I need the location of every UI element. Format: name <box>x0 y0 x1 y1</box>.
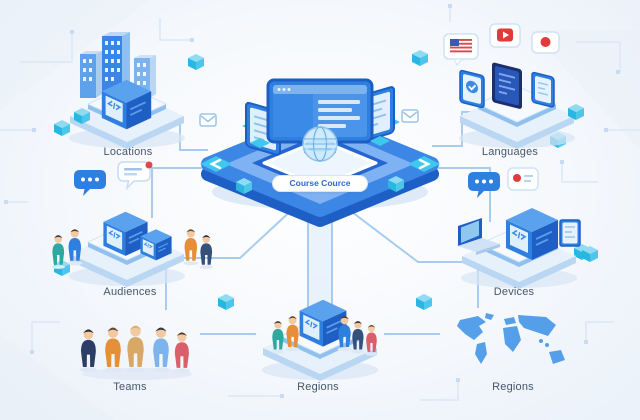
audiences-label: Audiences <box>103 286 157 298</box>
chat-bubble-icon <box>74 170 106 196</box>
chat-bubble-icon <box>117 161 151 189</box>
devices-illustration <box>458 167 598 290</box>
regions-right-label: Regions <box>492 381 534 393</box>
central-hub-illustration <box>200 78 440 227</box>
course-source-label: Course Cource <box>272 175 368 192</box>
video-play-icon <box>489 23 521 48</box>
beam-fill <box>308 214 332 316</box>
small-diamond-icon <box>250 138 270 148</box>
japan-flag-icon <box>531 31 560 54</box>
devices-label: Devices <box>493 286 535 298</box>
tablet-icon <box>559 219 581 247</box>
globe-icon <box>302 126 338 162</box>
laptop-icon <box>458 218 500 255</box>
languages-illustration <box>443 23 584 150</box>
bg-shape <box>0 0 150 110</box>
us-flag-icon <box>443 33 479 66</box>
chat-bubble-icon <box>507 167 539 191</box>
minicube-icon <box>582 246 598 262</box>
circuit-node-dots <box>4 4 620 398</box>
bg-shape <box>0 335 115 420</box>
arrow-diamond-icon <box>408 156 440 172</box>
regions-center-label: Regions <box>297 381 339 393</box>
tablet-icon <box>492 62 522 109</box>
small-diamond-icon <box>370 136 390 146</box>
world-map-icon <box>457 313 565 364</box>
bg-shape <box>545 340 640 420</box>
arrow-diamond-icon <box>200 156 232 172</box>
locations-label: Locations <box>103 146 153 158</box>
tablet-icon <box>459 69 485 109</box>
chat-bubble-icon <box>468 172 500 198</box>
teams-label: Teams <box>113 381 147 393</box>
teams-illustration <box>79 325 192 380</box>
languages-label: Languages <box>481 146 539 158</box>
faint-circuit-lines <box>0 6 640 401</box>
people-icon <box>79 325 190 373</box>
notification-dot-icon <box>145 161 153 169</box>
audiences-illustration <box>51 161 213 288</box>
locations-illustration <box>68 32 186 150</box>
regions-right-illustration <box>457 313 565 364</box>
bg-shape <box>530 30 640 150</box>
tablet-icon <box>531 71 555 108</box>
regions-center-illustration <box>261 298 379 382</box>
